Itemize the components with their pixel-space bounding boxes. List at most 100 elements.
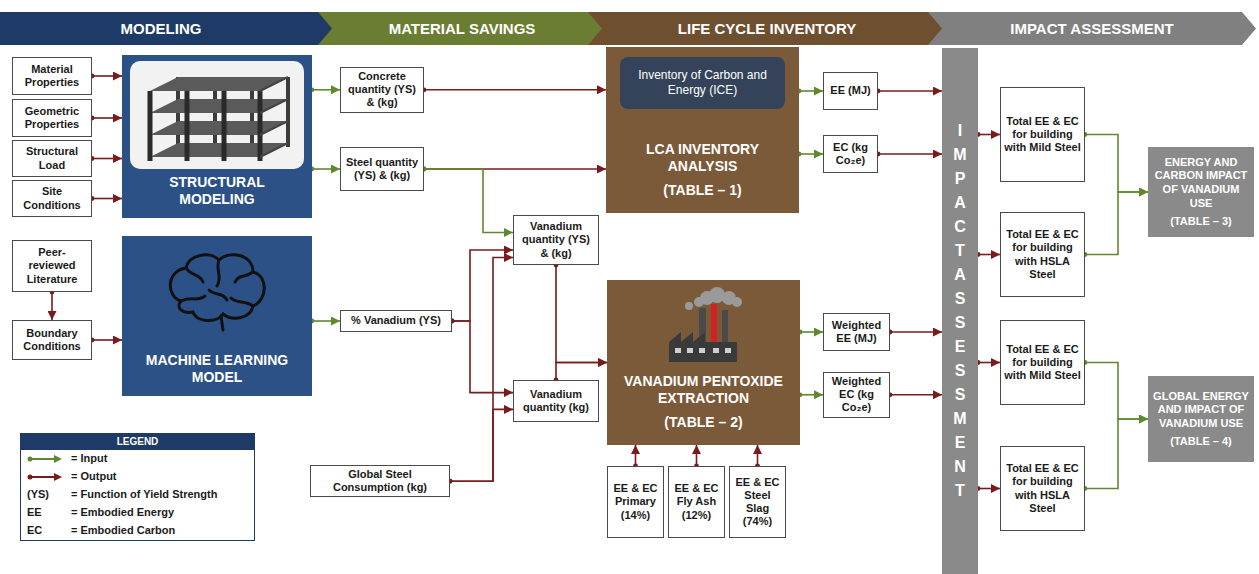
process-box: Total EE & EC for building with Mild Ste…: [1000, 320, 1085, 405]
phase-header: LIFE CYCLE INVENTORY: [588, 12, 946, 45]
process-box: Weighted EC (kg Co₂e): [823, 372, 890, 418]
connector: [452, 250, 513, 321]
box-text: Structural Load: [16, 145, 88, 171]
legend-text: = Embodied Carbon: [71, 523, 175, 539]
connector: [878, 90, 942, 92]
legend-key: EC: [27, 523, 71, 539]
impact-bar: IMPACT ASSESSMENT: [942, 48, 978, 574]
box-text: Boundary Conditions: [16, 327, 88, 353]
box-text: Total EE & EC for building with HSLA Ste…: [1004, 462, 1081, 515]
process-box: Global Steel Consumption (kg): [310, 465, 450, 497]
connector: [1085, 192, 1148, 255]
process-box: Peer-reviewed Literature: [12, 240, 92, 292]
legend-key: [27, 454, 71, 464]
box-text: Steel quantity (YS) & (kg): [344, 156, 420, 182]
table-ref: (TABLE – 4): [1170, 435, 1232, 449]
chevron-fill: [318, 12, 606, 45]
table-ref: (TABLE – 2): [664, 414, 742, 432]
connector: [757, 445, 759, 466]
box-text: Material Properties: [16, 63, 88, 89]
process-box: Vanadium quantity (YS) & (kg): [513, 215, 599, 265]
process-box: EE & EC Primary (14%): [607, 466, 664, 538]
connector: [978, 362, 1000, 364]
box-text: IMPACT ASSESSMENT: [952, 119, 968, 503]
legend-text: = Output: [71, 469, 117, 485]
process-box: % Vanadium (YS): [340, 310, 452, 332]
legend-arrow-dot: [28, 456, 33, 461]
database-box: Inventory of Carbon and Energy (ICE): [620, 57, 785, 109]
process-box: Vanadium quantity (kg): [513, 380, 599, 422]
connector: [450, 409, 513, 481]
box-text: Concrete quantity (YS) & (kg): [344, 70, 420, 110]
table-ref: (TABLE – 3): [1170, 215, 1232, 229]
connector: [978, 488, 1000, 490]
building-illustration: [130, 61, 304, 169]
connector: [890, 394, 942, 396]
connector: [696, 445, 698, 466]
phase-header: MATERIAL SAVINGS: [318, 12, 606, 45]
analysis-box: LCA INVENTORY ANALYSIS (TABLE – 1) Invento…: [606, 47, 799, 213]
box-text: LCA INVENTORY ANALYSIS: [615, 141, 790, 176]
connector: [635, 445, 637, 466]
connector: [92, 117, 122, 119]
legend-box: LEGEND= Input= Output(YS)= Function of Y…: [20, 433, 255, 541]
process-box: Weighted EE (MJ): [823, 313, 890, 351]
legend-row: = Output: [21, 468, 254, 486]
legend-arrow-line: [30, 476, 55, 478]
phase-header: IMPACT ASSESSMENT: [928, 12, 1256, 45]
factory-icon: [659, 286, 749, 366]
chevron-fill: [588, 12, 946, 45]
legend-arrow-dot: [28, 474, 33, 479]
legend-title: LEGEND: [21, 434, 254, 450]
analysis-box: VANADIUM PENTOXIDE EXTRACTION(TABLE – 2): [607, 280, 800, 445]
process-box: Structural Load: [12, 140, 92, 177]
legend-arrow-head: [54, 455, 62, 463]
box-text: Total EE & EC for building with Mild Ste…: [1004, 115, 1081, 155]
connector: [1085, 363, 1148, 420]
connector: [1085, 135, 1148, 193]
connector: [452, 321, 513, 393]
box-text: STRUCTURAL MODELING: [137, 174, 297, 208]
legend-arrow-sample: [27, 472, 63, 482]
box-text: EE & EC Steel Slag (74%): [733, 476, 782, 529]
table-ref: (TABLE – 1): [663, 182, 741, 200]
phase-header: MODELING: [0, 12, 336, 45]
legend-arrow-head: [54, 473, 62, 481]
box-text: GLOBAL ENERGY AND IMPACT OF VANADIUM USE: [1153, 390, 1249, 431]
brain-icon: [161, 246, 273, 334]
box-text: Site Conditions: [16, 185, 88, 211]
connector: [978, 134, 1000, 136]
process-box: EE (MJ): [823, 72, 878, 110]
box-text: LIFE CYCLE INVENTORY: [678, 20, 856, 38]
process-box: Geometric Properties: [12, 99, 92, 137]
box-text: MATERIAL SAVINGS: [389, 20, 536, 38]
connector: [799, 153, 823, 155]
connector: [978, 254, 1000, 256]
process-box: EE & EC Steel Slag (74%): [729, 466, 786, 538]
connector: [878, 153, 942, 155]
connector: [799, 90, 823, 92]
process-box: Boundary Conditions: [12, 320, 92, 360]
process-box: Site Conditions: [12, 180, 92, 217]
box-text: Weighted EC (kg Co₂e): [827, 375, 886, 415]
box-text: Peer-reviewed Literature: [16, 246, 88, 286]
connector: [556, 265, 607, 363]
legend-row: EE= Embodied Energy: [21, 504, 254, 522]
legend-text: = Embodied Energy: [71, 505, 174, 521]
box-text: Total EE & EC for building with Mild Ste…: [1004, 343, 1081, 383]
process-box: Concrete quantity (YS) & (kg): [340, 67, 424, 113]
legend-row: = Input: [21, 450, 254, 468]
process-box: Steel quantity (YS) & (kg): [340, 147, 424, 191]
connector: [312, 89, 340, 91]
connector: [1085, 419, 1148, 489]
connector: [890, 331, 942, 333]
connector: [450, 258, 513, 482]
process-box: Total EE & EC for building with HSLA Ste…: [1000, 212, 1085, 297]
box-text: MACHINE LEARNING MODEL: [137, 352, 297, 386]
box-text: Vanadium quantity (kg): [517, 388, 595, 414]
connector: [92, 75, 122, 77]
box-text: Vanadium quantity (YS) & (kg): [517, 220, 595, 260]
legend-text: = Input: [71, 451, 107, 467]
legend-arrow-sample: [27, 454, 63, 464]
process-box: EE & EC Fly Ash (12%): [668, 466, 725, 538]
